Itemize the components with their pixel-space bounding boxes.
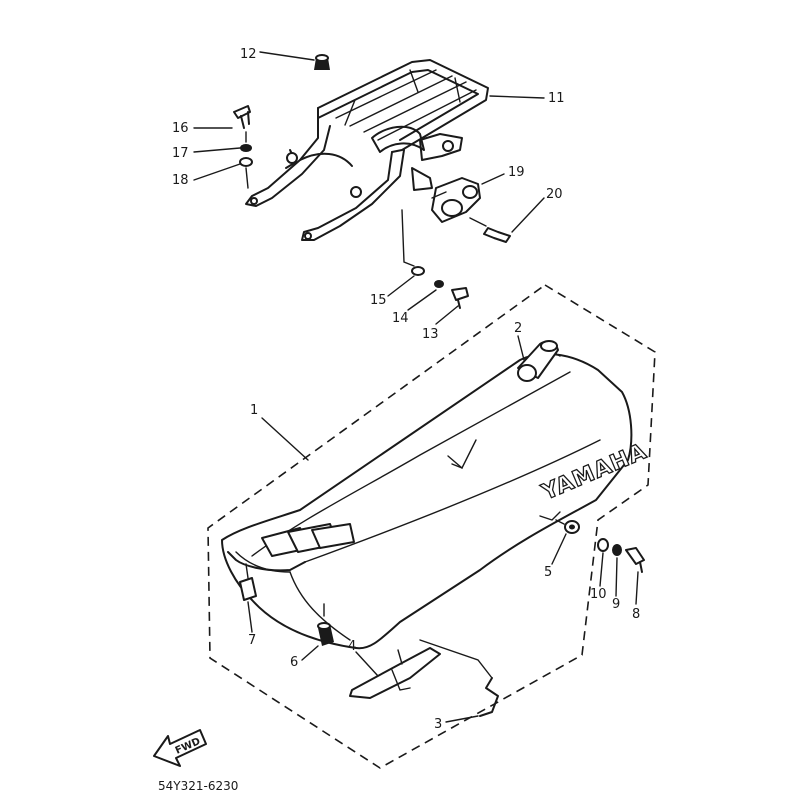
callout-20: 20 xyxy=(546,187,563,202)
part-18-washer xyxy=(239,157,253,167)
part-12-cap xyxy=(314,54,330,70)
drawing-code: 54Y321-6230 xyxy=(158,779,238,793)
callout-10: 10 xyxy=(590,587,607,602)
part-2-strap xyxy=(517,340,559,382)
callout-labels: 12 11 16 17 18 19 20 15 14 13 2 1 5 10 9… xyxy=(172,47,640,732)
part-19-latch xyxy=(431,177,481,223)
callout-16: 16 xyxy=(172,121,189,136)
forward-arrow-icon: FWD xyxy=(153,729,207,767)
callout-4: 4 xyxy=(348,639,356,654)
part-9-washer xyxy=(612,544,622,556)
assembly-boundary xyxy=(207,284,656,769)
rear-carrier xyxy=(245,59,489,241)
part-1-seat xyxy=(221,347,633,650)
part-17-washer xyxy=(240,144,252,152)
leader-lines xyxy=(193,51,639,723)
callout-9: 9 xyxy=(612,597,620,612)
callout-3: 3 xyxy=(434,717,442,732)
part-6-damper xyxy=(317,603,334,646)
part-3-hook xyxy=(419,639,499,717)
callout-11: 11 xyxy=(548,91,565,106)
part-7-damper xyxy=(239,563,257,601)
seat-brand-text: YAMAHA xyxy=(538,439,651,506)
callout-12: 12 xyxy=(240,47,257,62)
callout-8: 8 xyxy=(632,607,640,622)
callout-17: 17 xyxy=(172,146,189,161)
callout-14: 14 xyxy=(392,311,409,326)
callout-13: 13 xyxy=(422,327,439,342)
callout-1: 1 xyxy=(250,403,258,418)
part-8-bolt xyxy=(625,547,645,573)
part-16-bolt xyxy=(233,105,251,129)
part-20-bolt xyxy=(469,217,511,243)
callout-6: 6 xyxy=(290,655,298,670)
callout-19: 19 xyxy=(508,165,525,180)
part-4-bracket xyxy=(349,647,441,699)
callout-18: 18 xyxy=(172,173,189,188)
part-15-washer xyxy=(401,209,425,276)
part-10-washer xyxy=(597,538,609,552)
part-5-collar xyxy=(555,519,580,534)
callout-5: 5 xyxy=(544,565,552,580)
callout-7: 7 xyxy=(248,633,256,648)
callout-15: 15 xyxy=(370,293,387,308)
part-13-bolt xyxy=(451,287,469,309)
part-14-washer xyxy=(434,280,444,288)
callout-2: 2 xyxy=(514,321,522,336)
